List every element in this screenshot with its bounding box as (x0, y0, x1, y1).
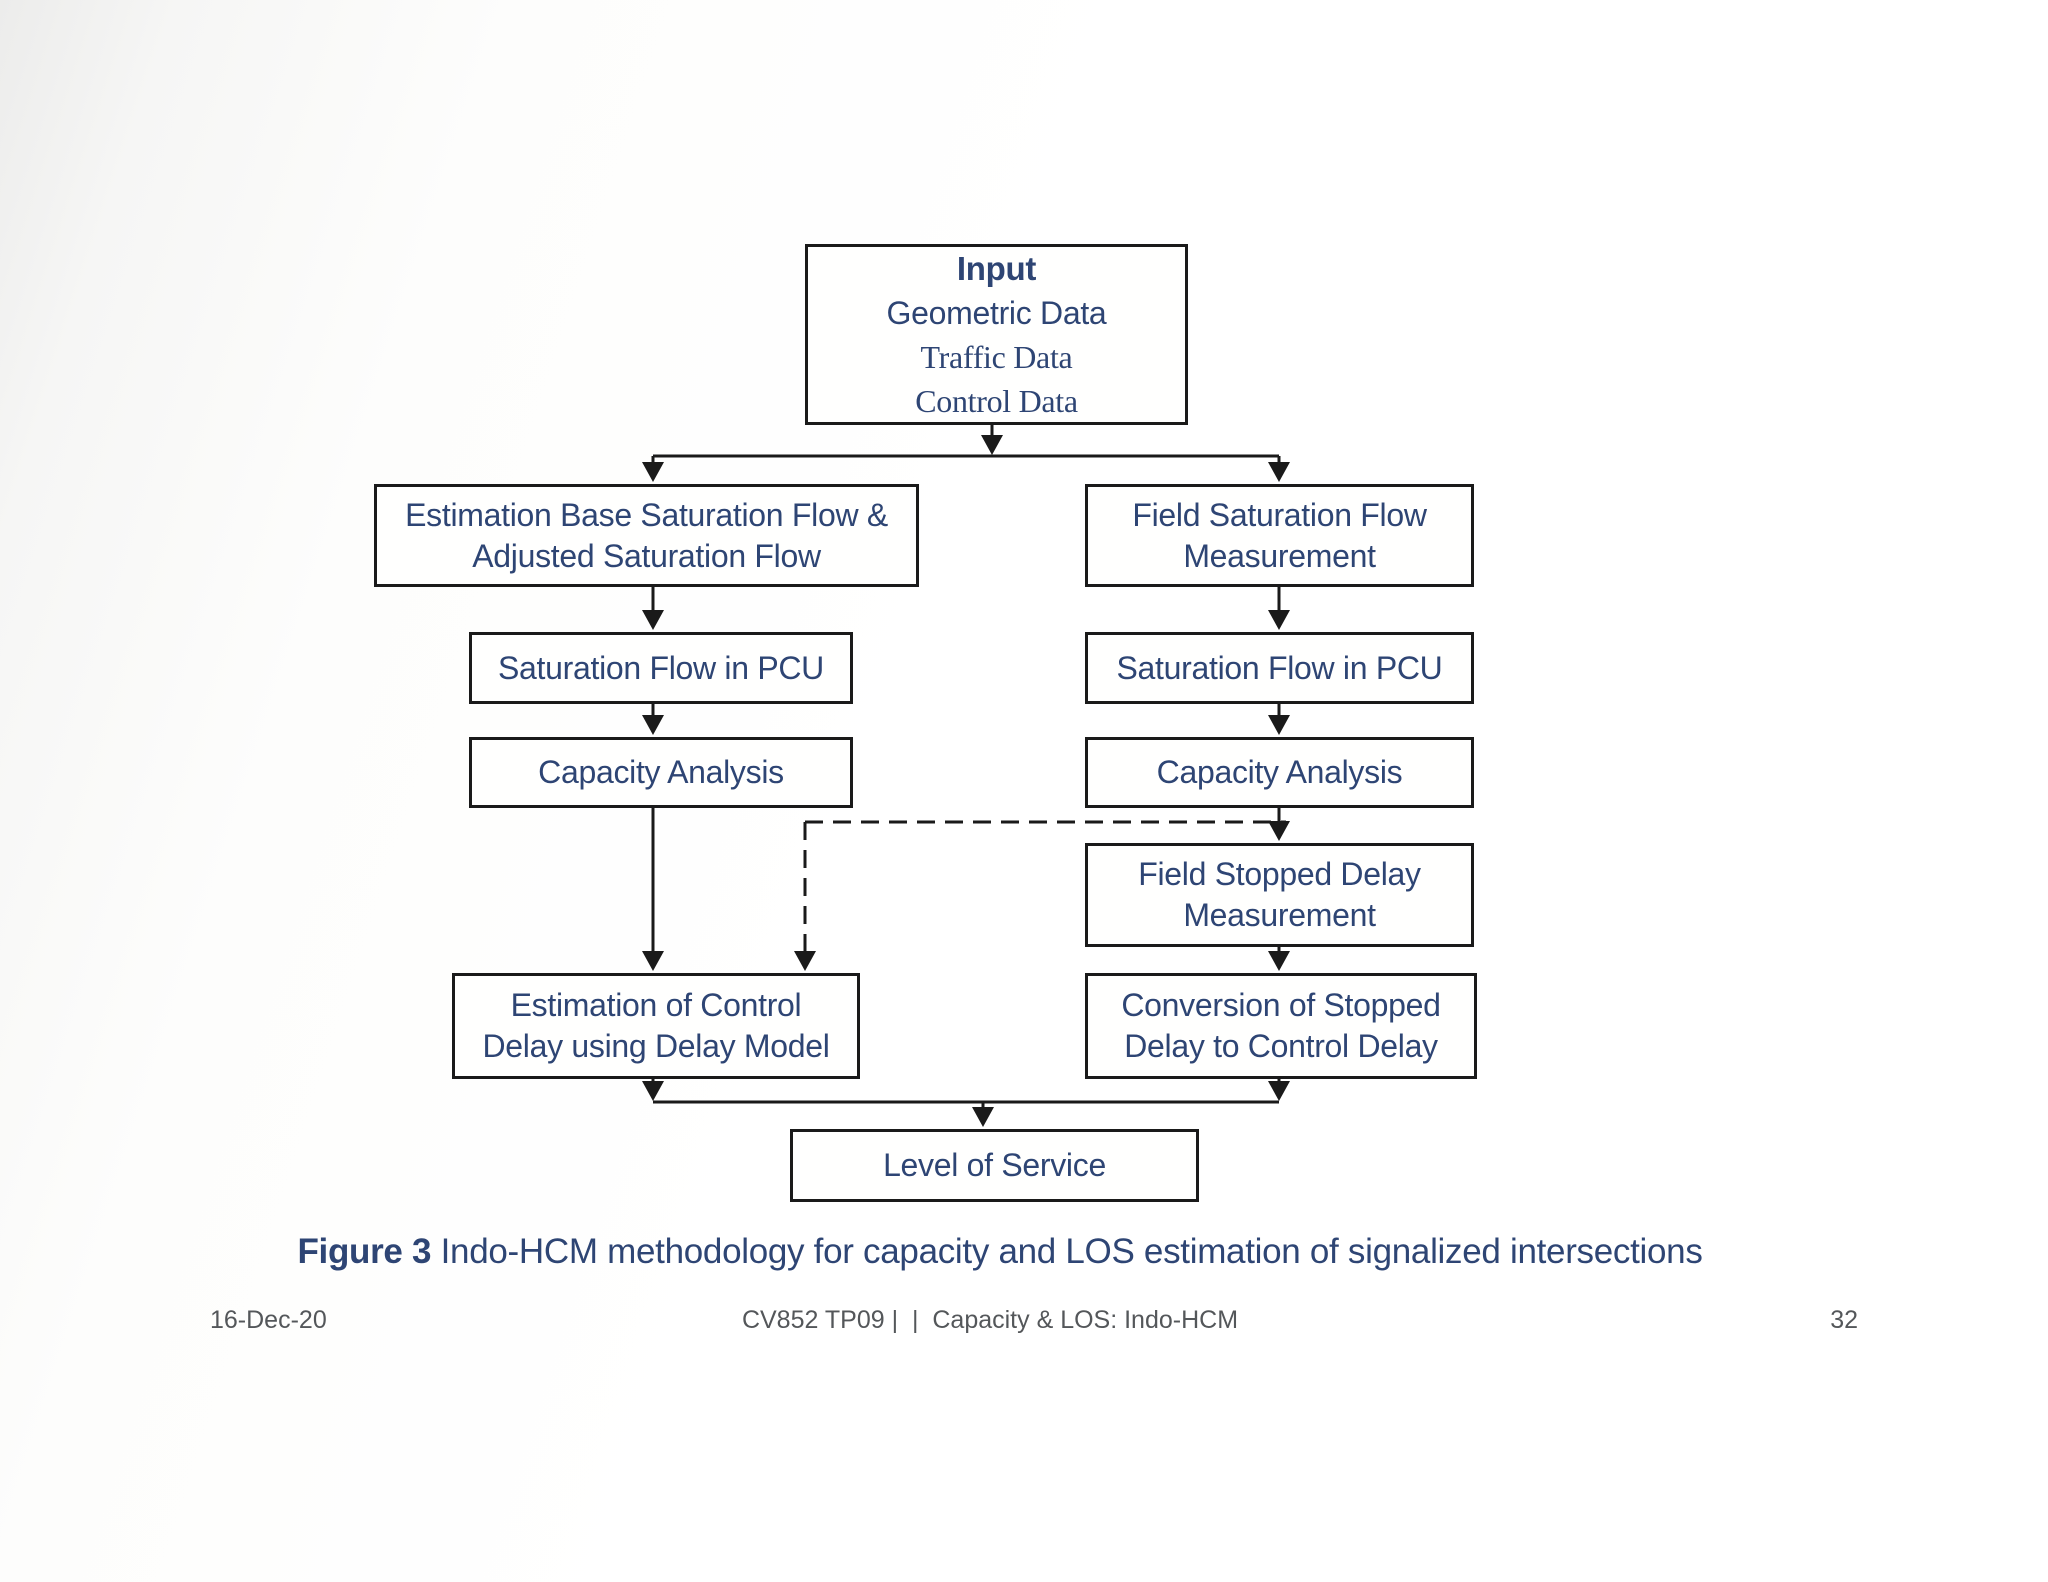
node-line: Conversion of Stopped (1121, 987, 1441, 1024)
node-input-traffic-data: Traffic Data (920, 338, 1073, 375)
node-line: Level of Service (883, 1147, 1106, 1184)
node-line: Delay using Delay Model (482, 1028, 830, 1064)
node-saturation-flow-pcu-left: Saturation Flow in PCU (469, 632, 853, 704)
figure-caption: Figure 3 Indo-HCM methodology for capaci… (0, 1232, 2000, 1272)
figure-caption-text: Indo-HCM methodology for capacity and LO… (440, 1232, 1703, 1271)
arrow-capacity-right-to-fieldstopped (1268, 808, 1290, 841)
arrow-capacity-left-to-estdelay (642, 808, 664, 971)
node-line: Capacity Analysis (538, 754, 784, 791)
node-line: Field Saturation Flow (1132, 496, 1427, 533)
node-conversion-stopped-to-control-delay: Conversion of Stopped Delay to Control D… (1085, 973, 1477, 1079)
dashed-capacity-right-to-estdelay (794, 820, 1286, 971)
node-line: Adjusted Saturation Flow (472, 537, 821, 574)
node-line: Measurement (1183, 537, 1376, 574)
node-input-title: Input (956, 249, 1037, 287)
figure-caption-label: Figure 3 (297, 1232, 432, 1271)
footer-date: 16-Dec-20 (210, 1306, 327, 1334)
footer-page-number: 32 (1830, 1306, 1858, 1334)
node-line: Estimation Base Saturation Flow & (405, 496, 888, 533)
node-line: Saturation Flow in PCU (1116, 649, 1443, 686)
arrow-satpcu-right-to-capacity-right (1268, 704, 1290, 735)
node-line: Delay to Control Delay (1124, 1028, 1438, 1064)
footer-course-title: CV852 TP09 | | Capacity & LOS: Indo-HCM (741, 1306, 1239, 1334)
connector-merge-to-los (642, 1079, 1290, 1127)
node-estimation-base-saturation-flow: Estimation Base Saturation Flow & Adjust… (374, 484, 919, 587)
node-line: Capacity Analysis (1156, 754, 1403, 791)
node-line: Saturation Flow in PCU (498, 649, 824, 686)
node-input: Input Geometric Data Traffic Data Contro… (805, 244, 1188, 425)
node-saturation-flow-pcu-right: Saturation Flow in PCU (1085, 632, 1474, 704)
node-estimation-of-control-delay: Estimation of Control Delay using Delay … (452, 973, 860, 1079)
arrow-fieldstopped-to-conversion (1268, 947, 1290, 971)
node-capacity-analysis-right: Capacity Analysis (1085, 737, 1474, 808)
node-line: Field Stopped Delay (1138, 856, 1421, 893)
arrow-satpcu-left-to-capacity-left (642, 704, 664, 735)
node-field-stopped-delay-measurement: Field Stopped Delay Measurement (1085, 843, 1474, 947)
arrow-estbase-to-satpcu-left (642, 587, 664, 630)
arrow-input-to-split (642, 425, 1290, 482)
node-line: Measurement (1183, 897, 1376, 933)
node-level-of-service: Level of Service (790, 1129, 1199, 1202)
node-input-control-data: Control Data (915, 382, 1078, 419)
arrow-fieldsat-to-satpcu-right (1268, 587, 1290, 630)
node-line: Estimation of Control (510, 987, 802, 1024)
node-input-geometric-data: Geometric Data (886, 294, 1107, 331)
node-field-saturation-flow-measurement: Field Saturation Flow Measurement (1085, 484, 1474, 587)
node-capacity-analysis-left: Capacity Analysis (469, 737, 853, 808)
